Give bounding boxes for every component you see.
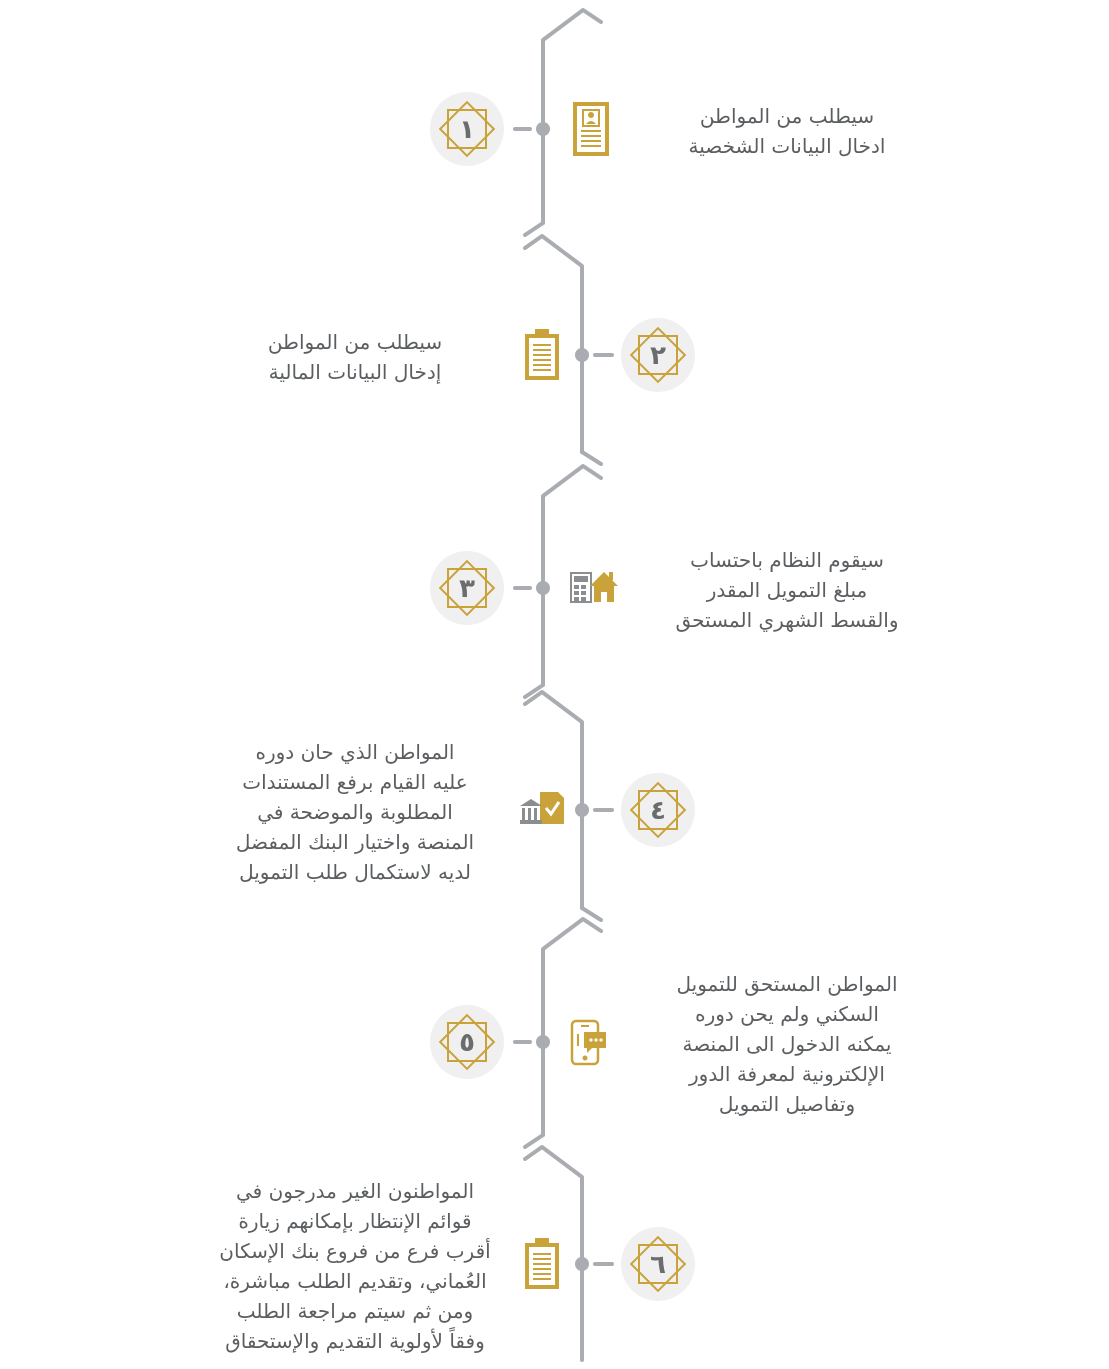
step-number: ٢ bbox=[650, 341, 666, 371]
clipboard-icon bbox=[525, 329, 559, 380]
description-line: وتفاصيل التمويل bbox=[718, 1092, 856, 1116]
description-line: والقسط الشهري المستحق bbox=[675, 608, 899, 632]
description-line: إدخال البيانات المالية bbox=[268, 360, 442, 384]
step-description-2: سيطلب من المواطن إدخال البيانات المالية bbox=[185, 327, 525, 387]
break-mark bbox=[523, 1133, 545, 1149]
description-line: مبلغ التمويل المقدر bbox=[706, 578, 868, 602]
step-number: ١ bbox=[459, 115, 475, 145]
description-line: ومن ثم سيتم مراجعة الطلب bbox=[236, 1299, 474, 1323]
break-mark bbox=[523, 221, 545, 237]
description-line: المواطن الذي حان دوره bbox=[255, 740, 455, 764]
step-icons bbox=[520, 102, 618, 1289]
timeline-dot bbox=[536, 1035, 550, 1049]
step-badge-1: ١ bbox=[430, 92, 504, 166]
step-description-1: سيطلب من المواطن ادخال البيانات الشخصية bbox=[617, 101, 957, 161]
description-line: سيقوم النظام باحتساب bbox=[690, 548, 884, 572]
step-badge-5: ٥ bbox=[430, 1005, 504, 1079]
connector-lines bbox=[513, 8, 614, 1362]
step-number: ٥ bbox=[459, 1028, 475, 1058]
description-line: قوائم الإنتظار بإمكانهم زيارة bbox=[238, 1209, 472, 1233]
step-description-5: المواطن المستحق للتمويل السكني ولم يحن دو… bbox=[617, 969, 957, 1119]
description-line: المواطن المستحق للتمويل bbox=[676, 972, 898, 996]
description-line: سيطلب من المواطن bbox=[699, 104, 875, 128]
description-line: المنصة واختيار البنك المفضل bbox=[235, 830, 475, 854]
step-number: ٦ bbox=[650, 1250, 666, 1280]
description-line: المواطنون الغير مدرجون في bbox=[236, 1179, 474, 1203]
timeline-dot bbox=[575, 1257, 589, 1271]
step-number: ٤ bbox=[650, 796, 666, 826]
description-line: الإلكترونية لمعرفة الدور bbox=[689, 1062, 885, 1086]
step-badge-6: ٦ bbox=[621, 1227, 695, 1301]
step-badges: ١ ٢ ٣ ٤ ٥ ٦ bbox=[430, 92, 695, 1301]
break-mark bbox=[580, 450, 603, 466]
description-line: عليه القيام برفع المستندات bbox=[242, 770, 468, 794]
description-line: أقرب فرع من فروع بنك الإسكان bbox=[219, 1239, 491, 1263]
step-description-6: المواطنون الغير مدرجون في قوائم الإنتظار … bbox=[185, 1176, 525, 1356]
description-line: المطلوبة والموضحة في bbox=[257, 800, 453, 824]
description-line: يمكنه الدخول الى المنصة bbox=[682, 1032, 892, 1056]
break-mark bbox=[523, 683, 545, 699]
timeline-dot bbox=[575, 348, 589, 362]
description-line: سيطلب من المواطن bbox=[267, 330, 443, 354]
step-badge-4: ٤ bbox=[621, 773, 695, 847]
description-line: ادخال البيانات الشخصية bbox=[688, 134, 886, 158]
description-line: لديه لاستكمال طلب التمويل bbox=[239, 860, 471, 884]
clipboard-icon bbox=[525, 1238, 559, 1289]
bank-document-check-icon bbox=[520, 792, 564, 824]
step-description-4: المواطن الذي حان دوره عليه القيام برفع ال… bbox=[185, 737, 525, 887]
description-line: العُماني، وتقديم الطلب مباشرة، bbox=[223, 1269, 487, 1293]
step-description-3: سيقوم النظام باحتساب مبلغ التمويل المقدر و… bbox=[617, 545, 957, 635]
break-mark bbox=[580, 906, 603, 922]
step-badge-3: ٣ bbox=[430, 551, 504, 625]
mobile-chat-icon bbox=[570, 1019, 606, 1066]
timeline-dot bbox=[575, 803, 589, 817]
description-line: السكني ولم يحن دوره bbox=[695, 1002, 879, 1026]
timeline-dot bbox=[536, 122, 550, 136]
description-line: وفقاً لأولوية التقديم والإستحقاق bbox=[225, 1329, 485, 1353]
calculator-house-icon bbox=[570, 572, 618, 603]
timeline-dot bbox=[536, 581, 550, 595]
step-badge-2: ٢ bbox=[621, 318, 695, 392]
step-number: ٣ bbox=[459, 574, 475, 604]
id-card-icon bbox=[573, 102, 609, 156]
